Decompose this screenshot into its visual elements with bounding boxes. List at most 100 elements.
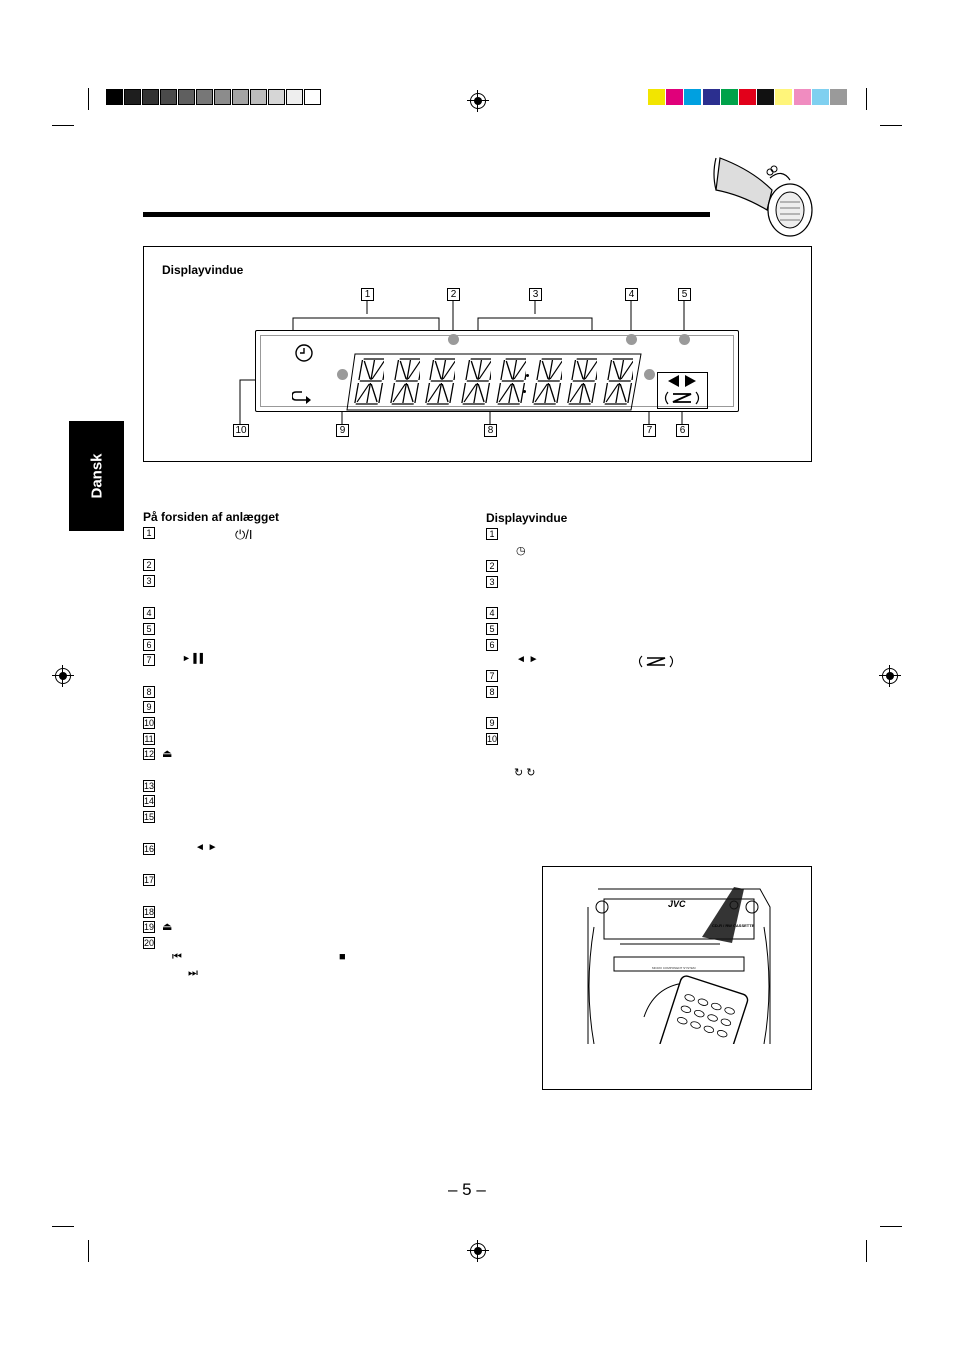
callout-8: 8 — [484, 424, 497, 437]
indicator-dot-4 — [626, 334, 637, 345]
repeat-symbols: ↻ ↻ — [514, 767, 536, 779]
header-rule — [143, 212, 710, 217]
callout-7: 7 — [643, 424, 656, 437]
next-symbol: ⏭ — [188, 967, 198, 979]
front-panel-item-number: 8 — [143, 686, 155, 698]
color-swatch — [830, 89, 847, 105]
display-item-number: 3 — [486, 576, 498, 588]
display-item-number: 4 — [486, 607, 498, 619]
jvc-logo: JVC — [668, 899, 686, 909]
registration-mark-icon — [879, 665, 901, 687]
display-digit — [389, 358, 420, 405]
lcd-panel — [255, 330, 739, 412]
indicator-dot-7 — [644, 369, 655, 380]
lcd-inner-frame — [260, 335, 734, 407]
stop-symbol: ■ — [339, 951, 346, 963]
crop-mark — [880, 125, 902, 126]
tape-indicator-box — [657, 372, 708, 409]
gray-swatch — [178, 89, 195, 105]
gray-swatch — [196, 89, 213, 105]
front-panel-item-number: 17 — [143, 874, 155, 886]
gray-swatch — [142, 89, 159, 105]
display-item-number: 8 — [486, 686, 498, 698]
color-swatch — [720, 89, 738, 105]
front-panel-item-number: 4 — [143, 607, 155, 619]
display-digit — [354, 358, 384, 405]
gray-swatch — [106, 89, 123, 105]
play-pause-symbol: ► ▌▌ — [182, 653, 207, 663]
cd-label: CD-R / RW — [712, 923, 732, 928]
callout-6: 6 — [676, 424, 689, 437]
display-item-number: 2 — [486, 560, 498, 572]
front-panel-item-number: 10 — [143, 717, 155, 729]
callout-1: 1 — [361, 288, 374, 301]
registration-mark-icon — [52, 665, 74, 687]
crop-mark — [88, 88, 89, 110]
color-swatch — [702, 89, 720, 105]
remote-figure — [542, 866, 812, 1090]
display-item-number: 6 — [486, 639, 498, 651]
timer-symbol: ◷ — [516, 545, 526, 557]
gray-swatch — [124, 89, 141, 105]
callout-5: 5 — [678, 288, 691, 301]
front-panel-item-number: 16 — [143, 843, 155, 855]
display-digit — [567, 358, 597, 405]
front-panel-item-number: 20 — [143, 937, 155, 949]
display-digit — [602, 358, 633, 405]
standby-symbol: ⏻/I — [235, 527, 253, 542]
registration-mark-icon — [467, 1240, 489, 1262]
indicator-dot-9 — [337, 369, 348, 380]
front-panel-item-number: 15 — [143, 811, 155, 823]
front-panel-item-number: 2 — [143, 559, 155, 571]
direction-symbol: ◄ ► — [195, 842, 218, 853]
language-tab: Dansk — [69, 421, 124, 531]
front-panel-item-number: 14 — [143, 795, 155, 807]
direction-symbol-right: ◄ ► — [516, 654, 539, 665]
display-digit — [460, 358, 491, 405]
gray-swatch — [268, 89, 285, 105]
panel-label: MICRO COMPONENT SYSTEM — [652, 966, 696, 970]
timer-icon — [295, 344, 313, 362]
gray-swatch — [286, 89, 303, 105]
color-swatch — [684, 89, 702, 105]
front-panel-item-number: 5 — [143, 623, 155, 635]
front-panel-item-number: 13 — [143, 780, 155, 792]
color-swatch — [811, 89, 829, 105]
display-item-number: 9 — [486, 717, 498, 729]
display-heading: Displayvindue — [486, 511, 568, 525]
display-item-number: 7 — [486, 670, 498, 682]
front-panel-item-number: 12 — [143, 748, 155, 760]
language-tab-label: Dansk — [88, 453, 105, 499]
figure-title: Displayvindue — [162, 263, 244, 277]
tape-reverse-icon — [664, 391, 700, 405]
color-swatch — [739, 89, 756, 105]
callout-10: 10 — [233, 424, 249, 437]
display-parallelogram — [346, 353, 642, 411]
eject-symbol: ⏏ — [162, 748, 173, 760]
front-panel-item-number: 18 — [143, 906, 155, 918]
gray-swatch — [214, 89, 231, 105]
repeat-icon — [292, 391, 311, 404]
tape-label: CASSETTE — [733, 923, 755, 928]
callout-2: 2 — [447, 288, 460, 301]
display-digit — [496, 358, 526, 405]
front-panel-item-number: 6 — [143, 639, 155, 651]
front-panel-item-number: 19 — [143, 921, 155, 933]
color-swatch — [666, 89, 684, 105]
callout-3: 3 — [529, 288, 542, 301]
crop-mark — [88, 1240, 89, 1262]
display-item-number: 1 — [486, 528, 498, 540]
display-figure — [143, 246, 812, 462]
front-panel-heading: På forsiden af anlægget — [143, 510, 280, 524]
crop-mark — [866, 1240, 867, 1262]
indicator-dot-5 — [679, 334, 690, 345]
eject-symbol-2: ⏏ — [162, 921, 173, 933]
gray-swatch — [250, 89, 267, 105]
front-panel-item-number: 7 — [143, 654, 155, 666]
crop-mark — [52, 1226, 74, 1227]
front-panel-item-number: 11 — [143, 733, 155, 745]
display-item-number: 10 — [486, 733, 498, 745]
gray-swatch — [232, 89, 249, 105]
gray-swatch — [304, 89, 321, 105]
front-panel-item-number: 1 — [143, 527, 155, 539]
